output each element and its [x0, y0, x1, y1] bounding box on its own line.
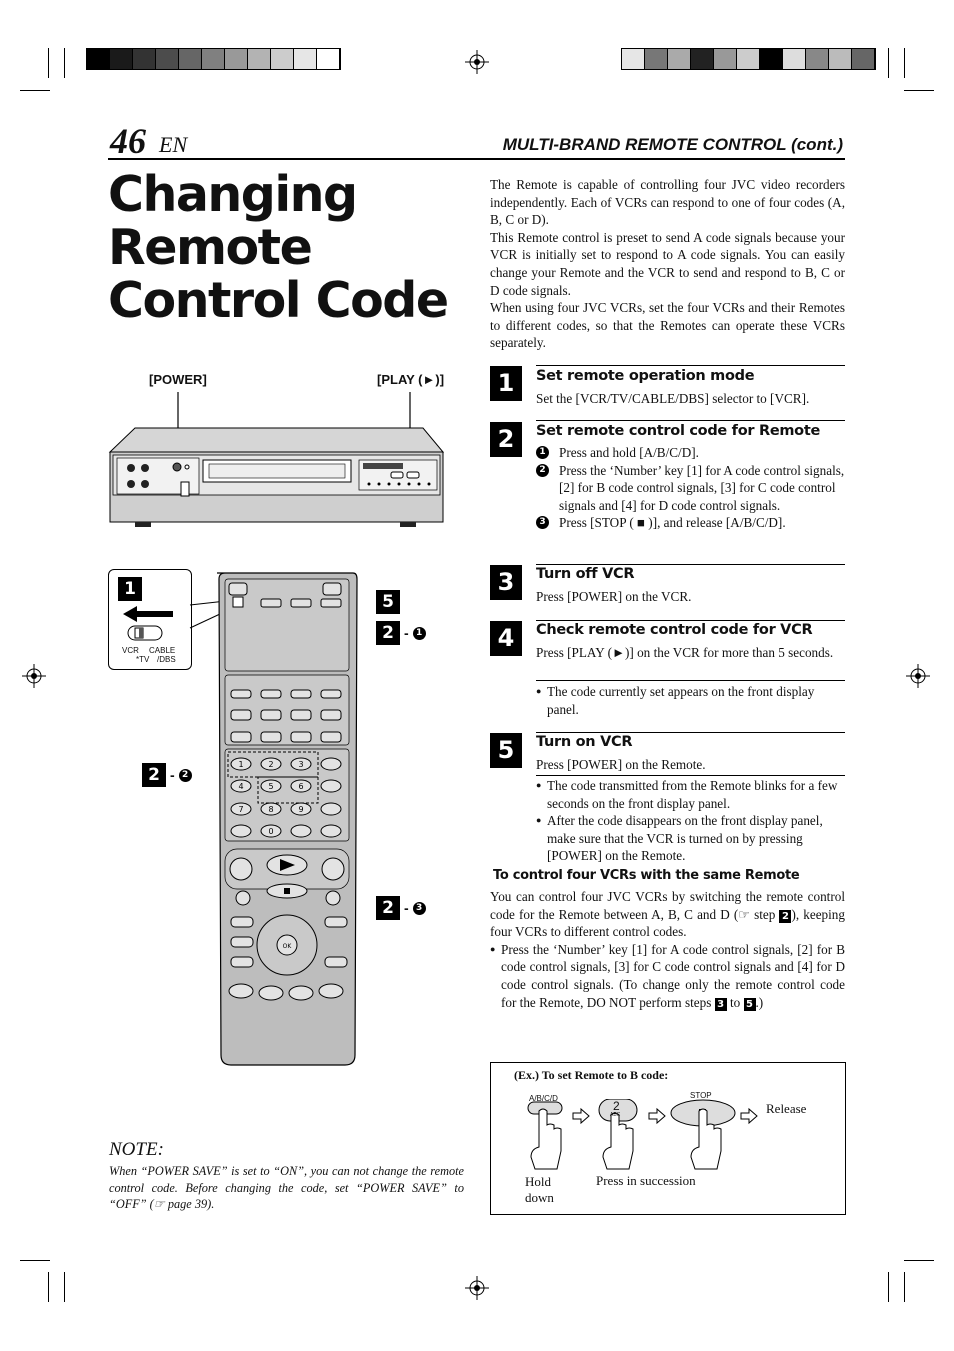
step-title: Set remote operation mode: [536, 368, 755, 384]
step-ref-box: 5: [743, 997, 756, 1011]
step-title: Turn on VCR: [536, 734, 633, 750]
step-text: Press [POWER] on the Remote.: [536, 757, 706, 772]
intro-paragraph: When using four JVC VCRs, set the four V…: [490, 300, 845, 351]
selector-switch-icon: [127, 625, 163, 641]
registration-mark-icon: [906, 664, 930, 688]
stop-label: STOP: [690, 1091, 712, 1100]
list-item: The code currently set appears on the fr…: [536, 683, 845, 718]
selector-dbs-label: /DBS: [157, 655, 176, 664]
step-text: Set the [VCR/TV/CABLE/DBS] selector to […: [536, 391, 810, 406]
intro-paragraph: This Remote control is preset to send A …: [490, 229, 845, 298]
callout-step-2-1: 2 - 1: [376, 621, 426, 645]
vcr-power-label: [POWER]: [149, 372, 207, 387]
step-number: 1: [490, 366, 522, 401]
note-heading: NOTE:: [109, 1139, 164, 1160]
svg-text:0: 0: [268, 827, 273, 836]
vcr-illustration: [108, 392, 445, 527]
example-hands-illustration: [527, 1099, 758, 1170]
svg-text:OK: OK: [283, 943, 293, 950]
succession-label: Press in succession: [596, 1173, 696, 1188]
color-bar-right: [621, 48, 876, 70]
step-title: Turn off VCR: [536, 566, 635, 582]
callout-step-2-2: 2 - 2: [142, 763, 192, 787]
example-title: (Ex.) To set Remote to B code:: [514, 1068, 669, 1082]
step-number: 3: [490, 565, 522, 600]
svg-text:3: 3: [298, 760, 303, 769]
svg-text:8: 8: [268, 805, 273, 814]
header-rule: [108, 158, 845, 160]
key-2-sub-label: ABC: [610, 1112, 621, 1118]
note-text: When “POWER SAVE” is set to “ON”, you ca…: [109, 1164, 464, 1211]
svg-text:5: 5: [268, 782, 273, 791]
remote-illustration: 1 2 3 4 5 6 7 8 9 0 OK: [189, 572, 358, 1066]
down-label: down: [525, 1190, 554, 1205]
intro-paragraph: The Remote is capable of controlling fou…: [490, 177, 845, 228]
svg-text:9: 9: [298, 805, 303, 814]
intro-text: The Remote is capable of controlling fou…: [490, 176, 845, 352]
svg-text:7: 7: [238, 805, 243, 814]
abcd-label: A/B/C/D: [529, 1094, 558, 1103]
example-box: (Ex.) To set Remote to B code: A/B/C/D S…: [490, 1062, 846, 1215]
step-title: Set remote control code for Remote: [536, 423, 820, 439]
selector-callout: 1 VCR CABLE *TV /DBS: [108, 569, 192, 670]
callout-step-1: 1: [118, 577, 142, 601]
page-header: 46 EN MULTI-BRAND REMOTE CONTROL (cont.): [108, 120, 845, 161]
step-text: Press [POWER] on the VCR.: [536, 589, 692, 604]
selector-vcr-label: VCR: [122, 646, 139, 655]
page-title: Changing Remote Control Code: [108, 166, 449, 329]
arrow-left-icon: [123, 606, 173, 622]
section-title: MULTI-BRAND REMOTE CONTROL (cont.): [502, 135, 843, 154]
key-2-label: 2: [613, 1099, 620, 1113]
step-number: 4: [490, 621, 522, 656]
page-number: 46: [110, 121, 146, 161]
step-title: Check remote control code for VCR: [536, 622, 813, 638]
selector-tv-label: *TV: [136, 655, 150, 664]
registration-mark-icon: [22, 664, 46, 688]
hold-label: Hold: [525, 1174, 551, 1189]
registration-mark-icon: [465, 50, 489, 74]
registration-mark-icon: [465, 1276, 489, 1300]
svg-text:4: 4: [238, 782, 243, 791]
svg-text:1: 1: [238, 760, 243, 769]
callout-step-5: 5: [376, 590, 400, 614]
page-lang: EN: [159, 132, 188, 157]
selector-cable-label: CABLE: [149, 646, 176, 655]
step-text: Press [PLAY (►)] on the VCR for more tha…: [536, 645, 834, 660]
step-ref-box: 2: [779, 909, 792, 923]
list-item: Press the ‘Number’ key [1] for A code co…: [490, 941, 845, 1011]
step-number: 2: [490, 422, 522, 457]
svg-text:6: 6: [298, 782, 303, 791]
vcr-play-label: [PLAY (►)]: [377, 372, 445, 387]
release-label: Release: [766, 1101, 807, 1116]
four-vcrs-heading: To control four VCRs with the same Remot…: [493, 868, 800, 883]
list-item: After the code disappears on the front d…: [536, 812, 845, 865]
four-vcrs-text: You can control four JVC VCRs by switchi…: [490, 888, 845, 1011]
callout-step-2-3: 2 - 3: [376, 896, 426, 920]
color-bar-left: [86, 48, 341, 70]
step-ref-box: 3: [714, 997, 727, 1011]
list-item: The code transmitted from the Remote bli…: [536, 777, 845, 812]
svg-text:2: 2: [268, 760, 273, 769]
step-number: 5: [490, 733, 522, 768]
